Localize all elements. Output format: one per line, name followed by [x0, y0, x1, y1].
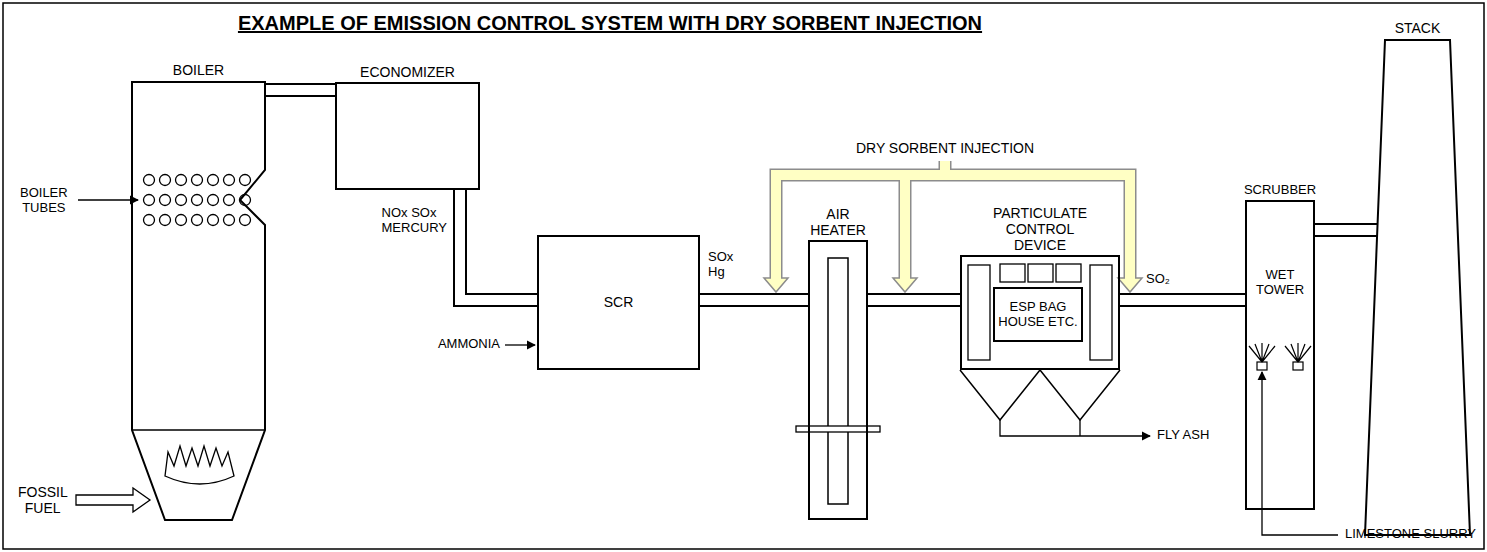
fuel-arrow	[76, 488, 150, 512]
injection-label: DRY SORBENT INJECTION	[856, 140, 1034, 156]
sorbent-arrow-head	[764, 278, 788, 292]
node-text: ESP BAG HOUSE ETC.	[995, 300, 1081, 330]
sorbent-injection	[764, 161, 1142, 292]
outline-path	[132, 82, 265, 520]
outline-path	[1365, 40, 1470, 535]
input-label: FOSSIL FUEL	[18, 484, 67, 516]
gas-label: SO₂	[1146, 272, 1170, 287]
duct-wall	[700, 293, 808, 307]
node-heading: STACK	[1395, 20, 1441, 36]
flame	[165, 446, 234, 484]
fly-ash-line	[1079, 420, 1080, 436]
duct-inside	[460, 190, 537, 300]
collector-section	[1090, 265, 1112, 360]
particulate-control-device: PARTICULATE CONTROL DEVICEESP BAG HOUSE …	[960, 255, 1120, 370]
node-heading: AIR HEATER	[810, 206, 866, 238]
spray-nozzle	[1257, 362, 1267, 370]
economizer-box: ECONOMIZER	[335, 82, 480, 190]
node-heading: ECONOMIZER	[360, 64, 455, 80]
duct-wall	[1120, 293, 1245, 307]
boiler-tubes	[141, 170, 253, 230]
text-wrap: ESP BAG HOUSE ETC.	[995, 289, 1081, 340]
flue-duct	[868, 300, 960, 301]
duct-wall	[265, 83, 335, 97]
collector-box: ESP BAG HOUSE ETC.	[993, 287, 1083, 342]
ammonia-arrow	[505, 344, 535, 345]
duct-inside	[1315, 225, 1377, 235]
node-heading: BOILER	[173, 62, 224, 78]
flue-duct	[700, 300, 808, 301]
node-heading: SCRUBBER	[1244, 183, 1316, 198]
spray-fan	[1285, 343, 1311, 362]
duct-wall	[868, 293, 960, 307]
duct-wall	[460, 190, 537, 300]
flue-duct	[1315, 230, 1377, 231]
outline	[132, 82, 265, 520]
frame	[3, 3, 1484, 549]
collector-section	[1028, 264, 1053, 282]
collector-section	[1000, 264, 1025, 282]
collector-section	[1056, 264, 1081, 282]
spray-nozzle	[1293, 362, 1303, 370]
part-label: BOILER TUBES	[20, 186, 68, 216]
sorbent-arrow-head	[1118, 278, 1142, 292]
flue-duct	[1120, 300, 1245, 301]
flue-duct	[265, 90, 335, 91]
text-wrap: SCR	[539, 237, 698, 368]
node-text: WET TOWER	[1247, 268, 1313, 298]
input-label: LIMESTONE SLURRY	[1345, 527, 1476, 542]
text-wrap: WET TOWER	[1247, 202, 1313, 508]
node-text: SCR	[604, 294, 634, 310]
sorbent-duct-outline	[776, 161, 1130, 279]
scr-box: SCR	[537, 235, 700, 370]
duct-inside	[265, 85, 335, 95]
duct-wall	[1315, 223, 1377, 237]
gas-label: SOx Hg	[708, 250, 733, 280]
hopper-line	[132, 429, 265, 431]
air-heater: AIR HEATER	[808, 240, 868, 520]
fly-ash-line	[1000, 420, 1150, 436]
slurry-line	[1262, 372, 1338, 535]
sorbent-duct	[776, 161, 1130, 280]
sorbent-arrow-head	[893, 278, 917, 292]
scrubber-tower: SCRUBBERWET TOWER	[1245, 200, 1315, 510]
collector-section	[968, 265, 990, 360]
node-heading: PARTICULATE CONTROL DEVICE	[993, 205, 1087, 253]
air-heater-rotor	[828, 258, 848, 504]
duct-inside	[700, 295, 808, 305]
outline	[1365, 40, 1470, 535]
spray-fan	[1249, 343, 1275, 362]
input-label: AMMONIA	[438, 337, 500, 352]
diagram-title: EXAMPLE OF EMISSION CONTROL SYSTEM WITH …	[238, 12, 982, 35]
ash-hopper	[960, 370, 1120, 420]
duct-inside	[868, 295, 960, 305]
gas-label: NOx SOx MERCURY	[382, 206, 447, 236]
boiler: BOILER	[132, 82, 265, 520]
stack: STACK	[1365, 40, 1470, 535]
output-label: FLY ASH	[1157, 428, 1209, 443]
leader-arrow	[78, 199, 138, 200]
flue-duct	[460, 190, 537, 300]
duct-inside	[1120, 295, 1245, 305]
